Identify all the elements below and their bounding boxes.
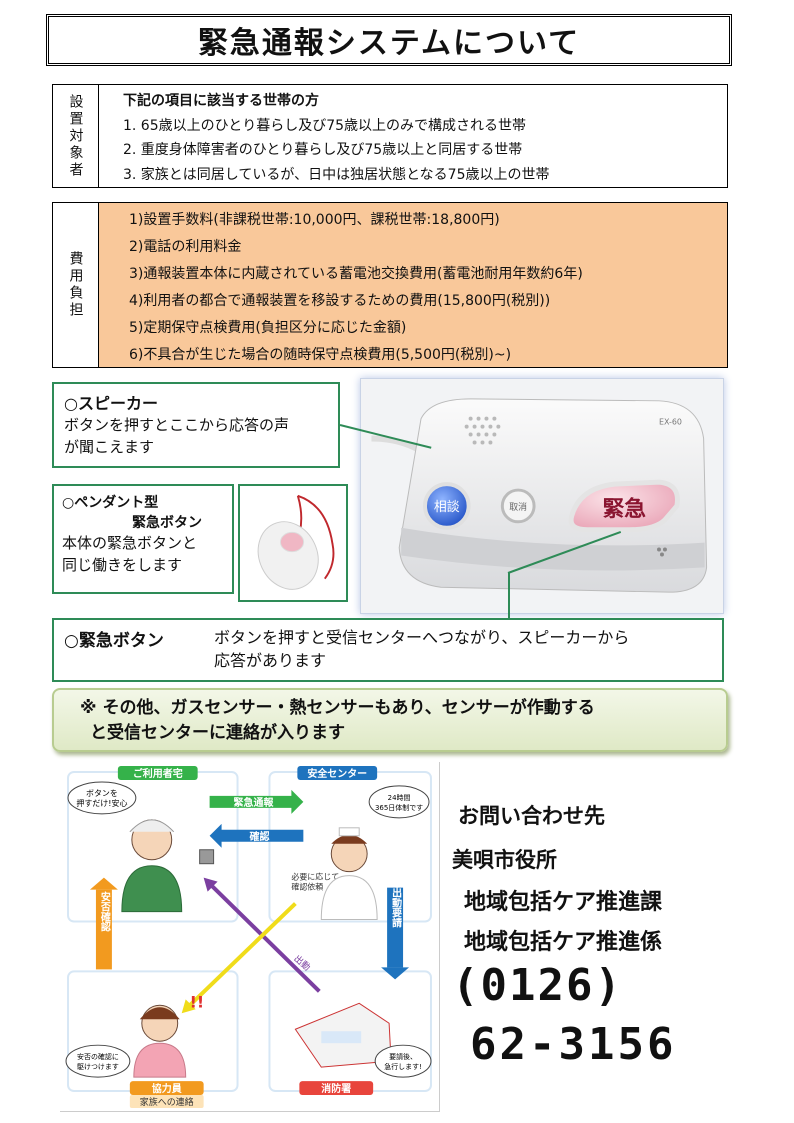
cancel-button-label: 取消 [509,501,527,513]
arrow-confirm: 確認 [249,830,269,843]
page-title-text: 緊急通報システムについて [197,26,581,61]
pendant-desc: 同じ働きをします [62,556,183,574]
eligibility-item: 3. 家族とは同居しているが、日中は独居状態となる75歳以上の世帯 [123,166,550,183]
device-illustration: EX-60 相談 取消 緊急 [371,398,708,593]
cost-header: 費用負担 [53,203,99,367]
cost-table: 費用負担 1)設置手数料(非課税世帯:10,000円、課税世帯:18,800円)… [52,202,728,368]
eligibility-header-text: 設置対象者 [67,93,84,179]
contact-info: お問い合わせ先 美唄市役所 地域包括ケア推進課 地域包括ケア推進係 (0126)… [452,800,772,1070]
eligibility-item: 1. 65歳以上のひとり暮らし及び75歳以上のみで構成される世帯 [123,117,527,134]
contact-phone-number[interactable]: 62-3156 [470,1019,677,1070]
contact-area-code: (0126) [452,960,623,1011]
label-user-home: ご利用者宅 [133,767,183,780]
flow-diagram: ご利用者宅 安全センター 協力員 家族への連絡 消防署 緊急通報 確認 安否確認… [60,762,440,1112]
contact-division: 地域包括ケア推進課 [464,890,663,915]
eligibility-heading: 下記の項目に該当する世帯の方 [123,93,319,109]
bubble-center: 24時間 [388,794,411,802]
eligibility-header: 設置対象者 [53,85,99,187]
pendant-image [238,484,348,602]
bubble-user: 押すだけ!安心 [76,798,127,808]
cost-item: 2)電話の利用料金 [129,239,242,255]
pendant-callout: ○ペンダント型 緊急ボタン 本体の緊急ボタンと 同じ働きをします [52,484,234,594]
sensor-note-line: と受信センターに連絡が入ります [90,723,345,743]
bubble-user: ボタンを [86,789,118,798]
label-safety-center: 安全センター [307,767,367,780]
contact-office: 美唄市役所 [452,848,557,872]
emergency-label: ○緊急ボタン [64,631,164,651]
arrow-dispatch-request: 出動要請 [390,886,402,928]
device-model: EX-60 [659,418,682,427]
pendant-button[interactable] [279,531,305,553]
consult-button[interactable] [423,482,471,530]
label-family-contact: 家族への連絡 [140,1096,194,1108]
arrow-safety-check: 安否確認 [98,890,111,932]
arrow-emergency-call: 緊急通報 [234,796,275,809]
bubble-fire: 要請後、 [389,1052,417,1061]
emergency-desc: 応答があります [214,651,327,670]
pendant-desc: 本体の緊急ボタンと [62,534,198,552]
consult-button-label: 相談 [434,499,460,515]
cost-item: 6)不具合が生じた場合の随時保守点検費用(5,500円(税別)~) [129,347,512,363]
emergency-desc: ボタンを押すと受信センターへつながり、スピーカーから [214,628,630,647]
contact-heading: お問い合わせ先 [458,804,605,828]
bubble-cooperator: 安否の確認に [77,1052,119,1061]
eligibility-body: 下記の項目に該当する世帯の方 1. 65歳以上のひとり暮らし及び75歳以上のみで… [99,85,727,187]
contact-section: 地域包括ケア推進係 [464,930,663,955]
arrow-dispatch: 出動 [291,953,312,974]
speaker-callout: ○スピーカー ボタンを押すとここから応答の声 が聞こえます [52,382,340,468]
cost-body: 1)設置手数料(非課税世帯:10,000円、課税世帯:18,800円) 2)電話… [99,203,727,367]
contact-note: 確認依頼 [291,882,323,892]
speaker-desc: ボタンを押すとここから応答の声 [64,416,290,434]
speaker-desc: が聞こえます [64,438,155,456]
bubble-center: 365日体制です [375,803,423,812]
cost-item: 3)通報装置本体に内蔵されている蓄電池交換費用(蓄電池耐用年数約6年) [129,266,583,282]
emergency-button[interactable] [568,479,680,533]
emergency-callout: ○緊急ボタン ボタンを押すと受信センターへつながり、スピーカーから 応答がありま… [52,618,724,682]
speaker-grille [464,416,501,445]
pendant-label: 緊急ボタン [132,515,202,531]
bubble-cooperator: 駆けつけます [77,1063,119,1071]
speaker-label: ○スピーカー [64,394,158,413]
cost-item: 4)利用者の都合で通報装置を移設するための費用(15,800円(税別)) [129,293,551,309]
page-title: 緊急通報システムについて [46,14,732,66]
pendant-label: ○ペンダント型 [62,495,159,511]
eligibility-item: 2. 重度身体障害者のひとり暮らし及び75歳以上と同居する世帯 [123,142,523,158]
device-photo: EX-60 相談 取消 緊急 [360,378,724,614]
sensor-note-line: ※ その他、ガスセンサー・熱センサーもあり、センサーが作動する [80,698,595,718]
contact-note: 必要に応じて [291,872,339,882]
pendant-illustration [257,494,335,590]
emergency-button-label: 緊急 [602,496,646,522]
label-fire-station: 消防署 [321,1082,351,1095]
svg-text:!!: !! [190,992,205,1011]
cost-header-text: 費用負担 [67,251,84,319]
eligibility-table: 設置対象者 下記の項目に該当する世帯の方 1. 65歳以上のひとり暮らし及び75… [52,84,728,188]
emergency-connector-v [508,572,510,618]
label-cooperator: 協力員 [152,1082,182,1095]
bubble-fire: 急行します! [384,1062,422,1071]
flow-diagram-svg: ご利用者宅 安全センター 協力員 家族への連絡 消防署 緊急通報 確認 安否確認… [65,765,432,1108]
cancel-button[interactable] [500,488,536,524]
cost-item: 5)定期保守点検費用(負担区分に応じた金額) [129,320,407,336]
sensor-note: ※ その他、ガスセンサー・熱センサーもあり、センサーが作動する と受信センターに… [52,688,728,752]
cost-item: 1)設置手数料(非課税世帯:10,000円、課税世帯:18,800円) [129,212,500,228]
emergency-desc-block: ボタンを押すと受信センターへつながり、スピーカーから 応答があります [214,626,712,674]
